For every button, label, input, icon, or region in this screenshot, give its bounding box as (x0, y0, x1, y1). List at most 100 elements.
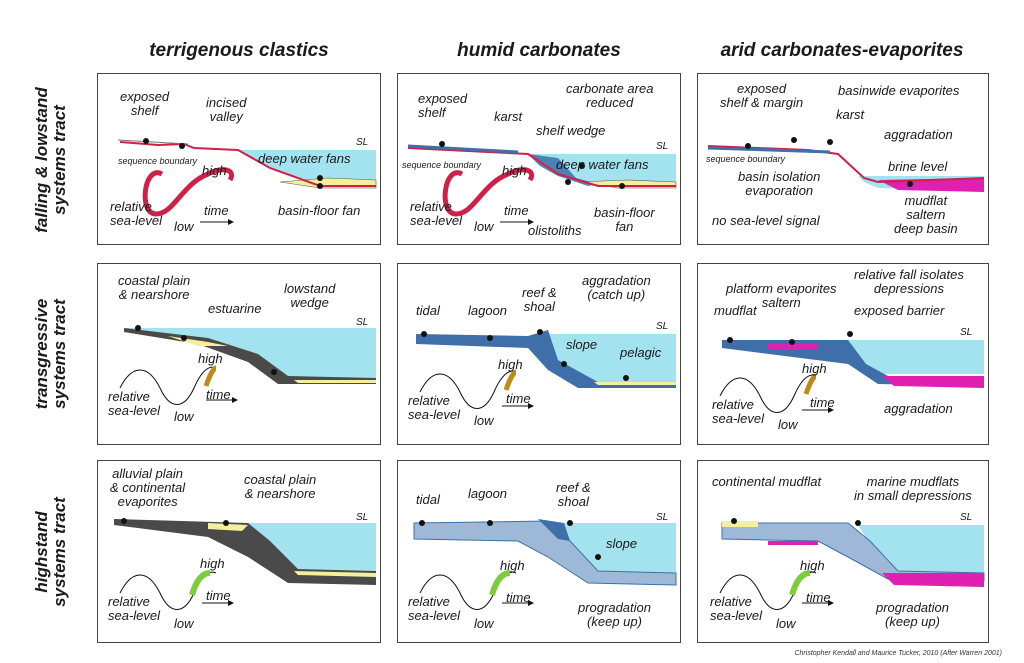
trans-clastics-cross-section (119, 325, 376, 405)
high-clastics-cross-section (114, 518, 376, 610)
label-deep-water-fans: deep water fans (556, 157, 649, 172)
column-heading-arid-carbonates-evaporites: arid carbonates-evaporites (720, 40, 964, 61)
trans-arid-cross-section (719, 331, 984, 413)
label-low: low (174, 409, 194, 424)
label-high: high (500, 558, 525, 573)
label-pelagic: pelagic (620, 345, 662, 360)
panel-trans-clastics: coastal plain& nearshore estuarine lowst… (97, 263, 381, 445)
label-mudflat: mudflat (714, 303, 757, 318)
label-low: low (474, 413, 494, 428)
label-low: low (174, 616, 194, 631)
label-sequence-boundary: sequence boundary (706, 154, 786, 164)
label-karst: karst (494, 109, 523, 124)
label-karst: karst (836, 107, 865, 122)
label-no-sea-level-signal: no sea-level signal (712, 213, 820, 228)
label-time: time (506, 590, 531, 605)
label-exposed-barrier: exposed barrier (854, 303, 945, 318)
column-heading-humid-carbonates: humid carbonates (457, 40, 621, 61)
label-coastal-plain-nearshore: coastal plain& nearshore (118, 273, 191, 302)
falling-clastics-cross-section (117, 138, 377, 225)
label-sea-level: SL (960, 512, 973, 523)
label-high: high (502, 163, 527, 178)
label-time: time (506, 391, 531, 406)
label-deep-water-fans: deep water fans (258, 151, 351, 166)
label-sea-level: SL (356, 512, 369, 523)
credit-line: Christopher Kendall and Maurice Tucker, … (794, 650, 1002, 657)
label-low: low (776, 616, 796, 631)
label-aggradation-catch-up: aggradation(catch up) (582, 273, 651, 302)
label-sequence-boundary: sequence boundary (118, 156, 198, 166)
label-progradation-keep-up: progradation(keep up) (876, 600, 949, 629)
label-time: time (806, 590, 831, 605)
label-high: high (498, 357, 523, 372)
label-low: low (174, 219, 194, 234)
label-sequence-boundary: sequence boundary (402, 160, 482, 170)
label-sea-level: SL (656, 321, 669, 332)
label-continental-mudflat: continental mudflat (712, 474, 822, 489)
label-reef-shoal: reef &shoal (556, 480, 591, 509)
panel-high-humid: tidal lagoon reef &shoal SL slope high r… (397, 460, 681, 643)
label-sea-level: SL (960, 327, 973, 338)
label-time: time (206, 387, 231, 402)
label-sea-level: SL (356, 137, 369, 148)
label-time: time (504, 203, 529, 218)
label-slope: slope (606, 536, 638, 551)
label-sea-level: SL (356, 317, 369, 328)
falling-arid-cross-section (707, 137, 985, 192)
label-time: time (204, 203, 229, 218)
label-tidal: tidal (416, 303, 440, 318)
label-time: time (206, 588, 231, 603)
label-slope: slope (566, 337, 598, 352)
label-reef-shoal: reef &shoal (522, 285, 557, 314)
label-lagoon: lagoon (468, 486, 508, 501)
label-aggradation: aggradation (884, 401, 953, 416)
label-high: high (198, 351, 223, 366)
label-estuarine: estuarine (208, 301, 262, 316)
label-high: high (202, 163, 227, 178)
label-sea-level: SL (656, 141, 669, 152)
falling-humid-cross-section (407, 141, 677, 225)
label-high: high (200, 556, 225, 571)
label-high: high (800, 558, 825, 573)
label-shelf-wedge: shelf wedge (536, 123, 606, 138)
label-sea-level: SL (656, 512, 669, 523)
panel-trans-humid: tidal lagoon reef &shoal aggradation(cat… (397, 263, 681, 445)
label-basinwide-evaporites: basinwide evaporites (838, 83, 960, 98)
label-coastal-plain-nearshore: coastal plain& nearshore (244, 472, 317, 501)
label-high: high (802, 361, 827, 376)
trans-humid-cross-section (416, 329, 676, 409)
column-heading-terrigenous-clastics: terrigenous clastics (149, 40, 329, 61)
label-brine-level: brine level (888, 159, 948, 174)
label-olistoliths: olistoliths (528, 223, 582, 238)
label-tidal: tidal (416, 492, 440, 507)
